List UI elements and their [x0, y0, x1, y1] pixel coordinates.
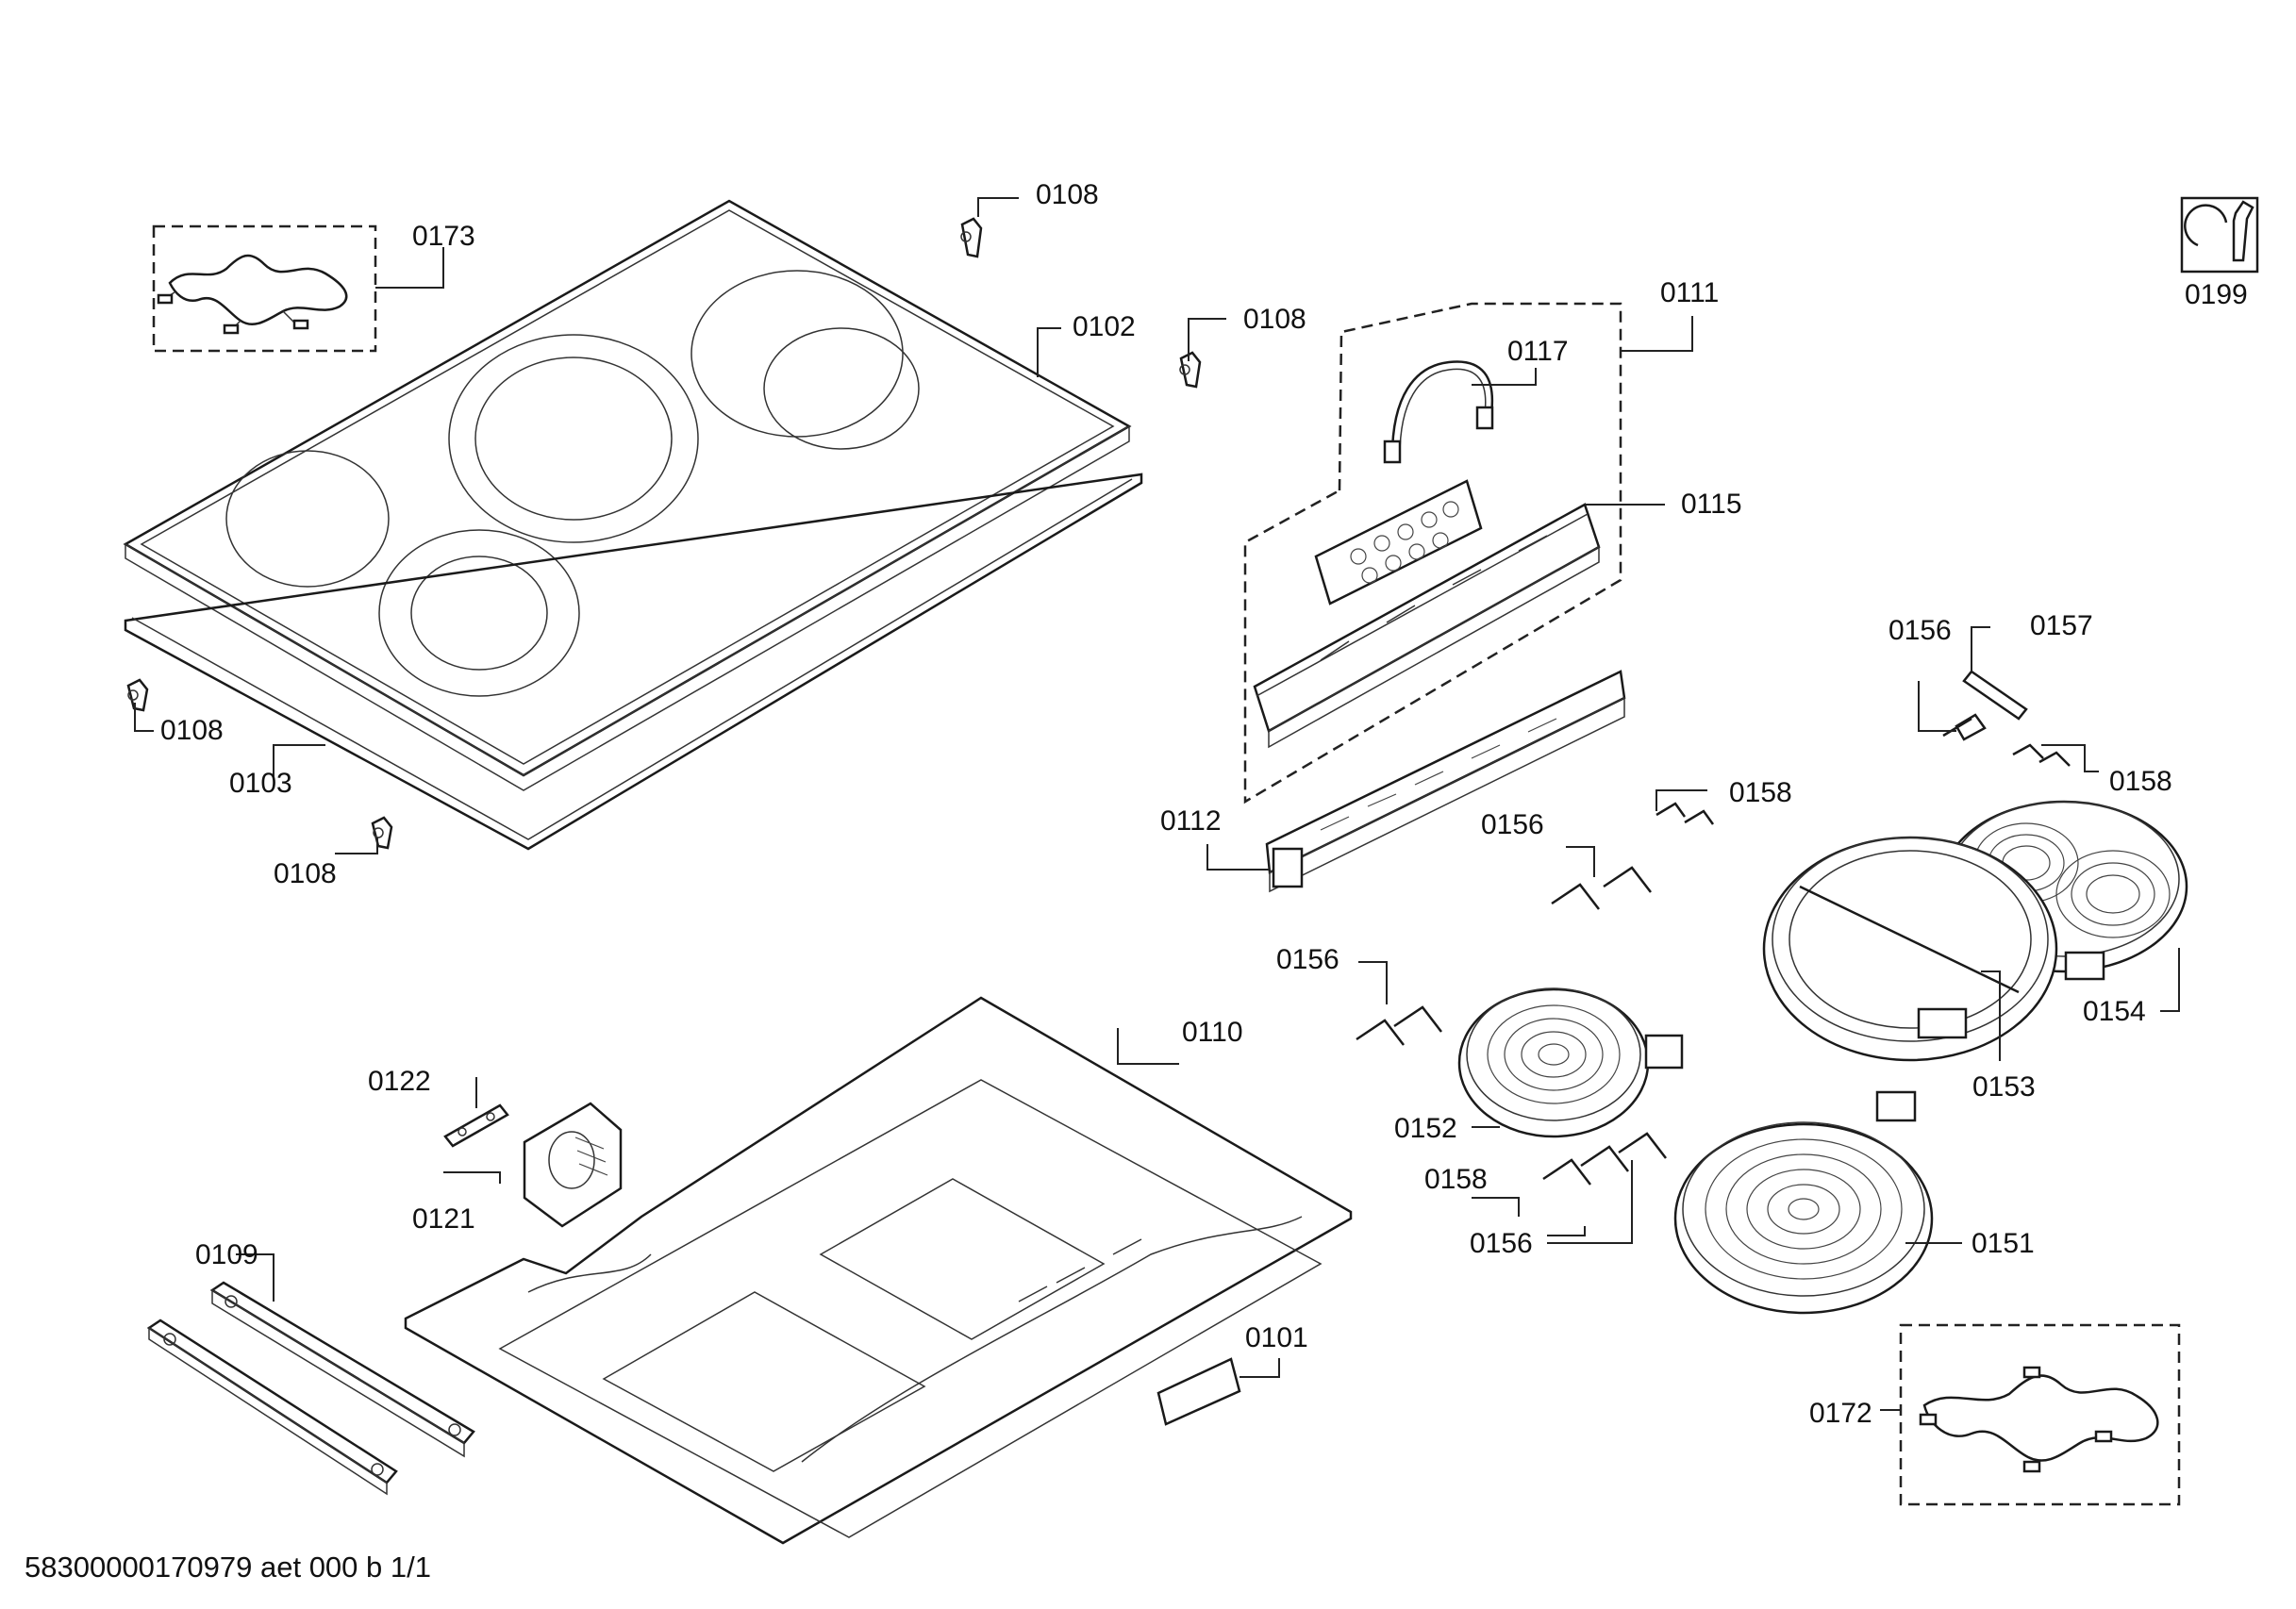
part-0102-glass-ceramic-top [123, 199, 1132, 791]
part-0112-control-board [1265, 670, 1626, 893]
part-0173-wiring-harness [152, 224, 377, 353]
part-0109-mounting-rails [146, 1281, 475, 1496]
label-0108: 0108 [1243, 304, 1306, 335]
label-0156: 0156 [1276, 944, 1339, 975]
part-0122-bracket [443, 1103, 509, 1148]
label-0153: 0153 [1972, 1071, 2036, 1103]
label-0156: 0156 [1470, 1228, 1533, 1259]
service-icon [2180, 196, 2259, 274]
label-0108: 0108 [1036, 179, 1099, 210]
label-0158: 0158 [1729, 777, 1792, 808]
label-0108: 0108 [160, 715, 224, 746]
label-0151: 0151 [1972, 1228, 2035, 1259]
label-0109: 0109 [195, 1239, 258, 1270]
label-0152: 0152 [1394, 1113, 1457, 1144]
label-0199: 0199 [2185, 279, 2248, 310]
label-0156: 0156 [1888, 615, 1952, 646]
part-0151-heating-element [1673, 1090, 1934, 1315]
label-0101: 0101 [1245, 1322, 1308, 1353]
label-0172: 0172 [1809, 1398, 1872, 1429]
label-0117: 0117 [1507, 336, 1569, 367]
label-0102: 0102 [1073, 311, 1136, 342]
part-0103-seal-frame [124, 473, 1143, 851]
part-0121-fan [523, 1102, 623, 1228]
label-0173: 0173 [412, 221, 475, 252]
part-0153-large-heating-element [1762, 836, 2058, 1062]
label-0154: 0154 [2083, 996, 2146, 1027]
label-0158: 0158 [2109, 766, 2172, 797]
label-0158: 0158 [1424, 1164, 1488, 1195]
label-0156: 0156 [1481, 809, 1544, 840]
document-footer-code: 58300000170979 aet 000 b 1/1 [25, 1551, 431, 1584]
label-0157: 0157 [2030, 610, 2093, 641]
label-0112: 0112 [1160, 805, 1222, 837]
label-0122: 0122 [368, 1066, 431, 1097]
label-0121: 0121 [412, 1203, 475, 1235]
label-0108: 0108 [274, 858, 337, 889]
label-0103: 0103 [229, 768, 292, 799]
label-0111: 0111 [1660, 277, 1719, 308]
part-0172-wiring-harness [1899, 1323, 2181, 1506]
part-labels: 0173 0108 0102 0108 0111 0117 0115 0199 … [160, 179, 2248, 1429]
part-0152-heating-element [1457, 987, 1684, 1138]
part-0111-electronics-assembly [1243, 302, 1622, 804]
label-0115: 0115 [1681, 489, 1742, 520]
leader-lines [134, 197, 2180, 1411]
part-0101-rating-plate [1156, 1357, 1241, 1426]
label-0110: 0110 [1182, 1017, 1243, 1048]
part-0110-bottom-tray [404, 996, 1353, 1545]
part-0156-0158-springs [1356, 670, 2071, 1186]
